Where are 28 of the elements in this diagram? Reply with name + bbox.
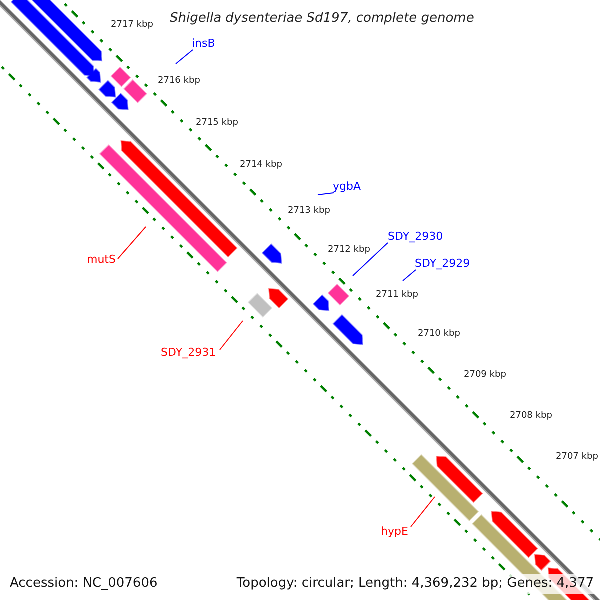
gene-label: SDY_2931: [161, 347, 216, 358]
tick-label: 2717 kbp: [111, 21, 154, 30]
tick-label: 2709 kbp: [464, 371, 506, 380]
gene-label: ygbA: [333, 181, 361, 192]
tick-label: 2715 kbp: [196, 119, 238, 128]
genome-summary-text: Topology: circular; Length: 4,369,232 bp; Genes: 4,377: [236, 574, 594, 594]
leader-line: [410, 496, 436, 528]
leader-line: [176, 50, 194, 64]
leader-line: [402, 270, 416, 282]
leader-line: [352, 242, 388, 276]
gene-label: hypE: [381, 526, 408, 537]
gene-label: insB: [192, 38, 216, 49]
tick-label: 2710 kbp: [418, 330, 460, 339]
gene-label: SDY_2930: [388, 231, 444, 242]
gene-label: mutS: [87, 254, 116, 265]
tick-label: 2708 kbp: [510, 412, 552, 421]
tick-label: 2712 kbp: [328, 246, 370, 255]
leader-line: [118, 226, 146, 260]
accession-text: Accession: NC_007606: [10, 574, 158, 594]
tick-label: 2716 kbp: [158, 77, 200, 86]
title: Shigella dysenteriae Sd197, complete genome: [170, 10, 474, 28]
tick-label: 2707 kbp: [556, 453, 598, 462]
tick-label: 2713 kbp: [288, 207, 330, 216]
tick-label: 2711 kbp: [376, 291, 418, 300]
gene-label: SDY_2929: [415, 258, 470, 269]
leader-line: [220, 320, 244, 350]
leader-line: [318, 192, 334, 196]
tick-label: 2714 kbp: [240, 161, 282, 170]
